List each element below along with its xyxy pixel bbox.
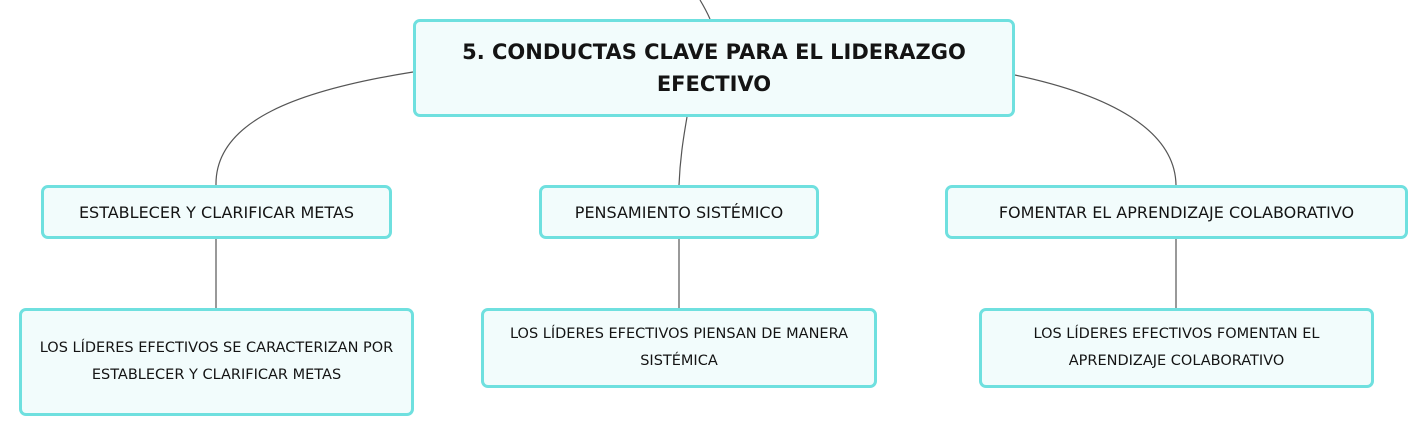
detail-label: LOS LÍDERES EFECTIVOS PIENSAN DE MANERA …: [510, 326, 848, 369]
connector-root-to-colab: [1014, 74, 1177, 186]
detail-node-pensamiento-sistemico[interactable]: LOS LÍDERES EFECTIVOS PIENSAN DE MANERA …: [481, 308, 877, 388]
root-node-label: 5. CONDUCTAS CLAVE PARA EL LIDERAZGO EFE…: [462, 40, 966, 96]
topic-label: PENSAMIENTO SISTÉMICO: [574, 202, 784, 222]
topic-node-aprendizaje-colaborativo[interactable]: FOMENTAR EL APRENDIZAJE COLABORATIVO: [945, 185, 1408, 239]
detail-label: LOS LÍDERES EFECTIVOS FOMENTAN EL APREND…: [1033, 326, 1320, 369]
topic-node-establecer-metas[interactable]: ESTABLECER Y CLARIFICAR METAS: [41, 185, 392, 239]
connector-root-to-metas: [215, 71, 414, 186]
detail-label: LOS LÍDERES EFECTIVOS SE CARACTERIZAN PO…: [39, 340, 394, 383]
topic-label: FOMENTAR EL APRENDIZAJE COLABORATIVO: [998, 202, 1355, 222]
connector-root-to-sistemico: [678, 116, 688, 186]
detail-node-establecer-metas[interactable]: LOS LÍDERES EFECTIVOS SE CARACTERIZAN PO…: [19, 308, 414, 416]
connector-parent-to-root: [699, 0, 711, 20]
topic-node-pensamiento-sistemico[interactable]: PENSAMIENTO SISTÉMICO: [539, 185, 819, 239]
root-node[interactable]: 5. CONDUCTAS CLAVE PARA EL LIDERAZGO EFE…: [413, 19, 1015, 117]
topic-label: ESTABLECER Y CLARIFICAR METAS: [78, 202, 355, 222]
detail-node-aprendizaje-colaborativo[interactable]: LOS LÍDERES EFECTIVOS FOMENTAN EL APREND…: [979, 308, 1374, 388]
